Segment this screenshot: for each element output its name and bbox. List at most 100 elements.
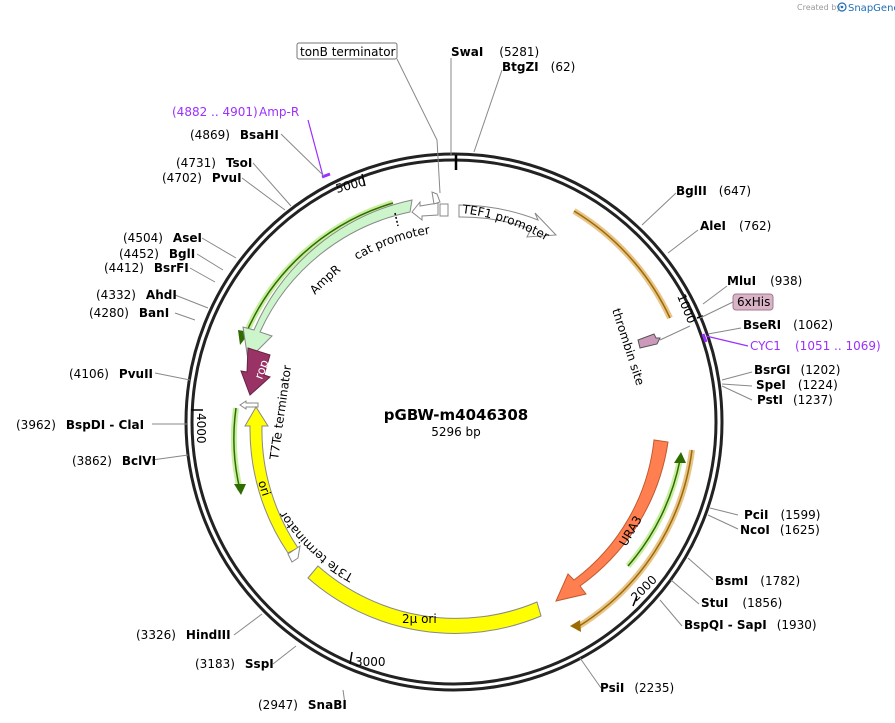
svg-text:(3962)BspDI - ClaI: (3962)BspDI - ClaI (16, 418, 144, 432)
svg-text:BspQI - SapI(1930): BspQI - SapI(1930) (684, 618, 817, 632)
enzyme-psti[interactable]: PstI(1237) (757, 393, 833, 407)
enzyme-pvui[interactable]: (4702)PvuI (162, 171, 242, 185)
svg-text:(4731)TsoI: (4731)TsoI (176, 156, 252, 170)
label-6xhis: 6xHis (737, 295, 770, 309)
primer-amp-r[interactable]: (4882 .. 4901) Amp-R (172, 105, 331, 179)
enzyme-btgzi[interactable]: BtgZI(62) (502, 60, 575, 74)
enzyme-bspdi-clai[interactable]: (3962)BspDI - ClaI (16, 418, 144, 432)
feature-ampr[interactable] (242, 199, 413, 362)
feature-t7te-terminator[interactable] (239, 400, 259, 410)
label-rop: rop (252, 358, 272, 381)
svg-text:PstI(1237): PstI(1237) (757, 393, 833, 407)
label-2mu-ori: 2μ ori (402, 612, 437, 626)
enzyme-bglii[interactable]: BglII(647) (676, 184, 751, 198)
enzyme-psii[interactable]: PsiI(2235) (600, 681, 674, 695)
enzyme-alei[interactable]: AleI(762) (700, 219, 771, 233)
svg-text:3000: 3000 (355, 655, 386, 669)
svg-text:cat promoter: cat promoter (352, 223, 431, 263)
enzyme-bsrfi[interactable]: (4412)BsrFI (104, 261, 189, 275)
enzyme-bsrgi[interactable]: BsrGI(1202) (754, 363, 840, 377)
enzyme-bani[interactable]: (4280)BanI (89, 306, 169, 320)
tick-1000: 1000 (674, 292, 704, 326)
svg-text:BsmI(1782): BsmI(1782) (715, 574, 800, 588)
label-ori: ori (255, 479, 273, 498)
snapgene-logo-icon (837, 2, 847, 12)
enzyme-bsmi[interactable]: BsmI(1782) (715, 574, 800, 588)
enzyme-pvuii[interactable]: (4106)PvuII (69, 367, 153, 381)
enzyme-spei[interactable]: SpeI(1224) (756, 378, 838, 392)
svg-text:BtgZI(62): BtgZI(62) (502, 60, 575, 74)
backbone-inner (190, 158, 718, 686)
svg-text:5000: 5000 (334, 174, 367, 195)
feature-small-box (439, 203, 449, 217)
primer-cyc1-label: CYC1 (750, 339, 781, 353)
svg-text:BsrGI(1202): BsrGI(1202) (754, 363, 840, 377)
label-ampr: AmpR (307, 262, 343, 297)
plasmid-size: 5296 bp (431, 425, 481, 439)
tick-5000: 5000 (334, 173, 367, 196)
svg-text:StuI(1856): StuI(1856) (701, 596, 782, 610)
enzyme-pcii[interactable]: PciI(1599) (744, 508, 820, 522)
svg-text:4000: 4000 (194, 413, 208, 444)
feature-tef1-promoter[interactable] (458, 204, 558, 238)
label-t7te: T7Te terminator (267, 364, 294, 461)
thrombin-site-line (659, 325, 691, 341)
orf-arc-left-green-line (243, 202, 394, 339)
svg-text:PciI(1599): PciI(1599) (744, 508, 820, 522)
feature-ori[interactable] (244, 406, 299, 554)
enzyme-swai[interactable]: SwaI(5281) (451, 45, 539, 59)
feature-thrombin-site[interactable] (637, 333, 661, 349)
svg-text:(3326)HindIII: (3326)HindIII (136, 628, 231, 642)
svg-text:(4452)BglI: (4452)BglI (119, 247, 195, 261)
orf-arc-right-line (573, 210, 671, 319)
enzyme-bgli[interactable]: (4452)BglI (119, 247, 195, 261)
primer-amp-r-range: (4882 .. 4901) (172, 105, 258, 119)
feature-ura3[interactable] (555, 439, 669, 602)
svg-text:(4412)BsrFI: (4412)BsrFI (104, 261, 189, 275)
svg-text:(4702)PvuI: (4702)PvuI (162, 171, 242, 185)
enzyme-snabi[interactable]: (2947)SnaBI (258, 698, 347, 712)
enzyme-bspqi-sapi[interactable]: BspQI - SapI(1930) (684, 618, 817, 632)
orf-arc-ura-green-line (627, 459, 681, 567)
enzyme-sspi[interactable]: (3183)SspI (195, 657, 274, 671)
enzyme-bsahi[interactable]: (4869)BsaHI (190, 128, 279, 142)
enzyme-hindiii[interactable]: (3326)HindIII (136, 628, 231, 642)
feature-t3te-terminator[interactable] (287, 544, 301, 563)
svg-text:(4280)BanI: (4280)BanI (89, 306, 169, 320)
enzyme-ahdi[interactable]: (4332)AhdI (96, 288, 177, 302)
tick-3000: 3000 (349, 651, 386, 669)
svg-text:SwaI(5281): SwaI(5281) (451, 45, 539, 59)
svg-text:(4504)AseI: (4504)AseI (123, 231, 202, 245)
svg-text:(4332)AhdI: (4332)AhdI (96, 288, 177, 302)
orf-arc-left-green2-head (234, 484, 246, 495)
svg-text:BglII(647): BglII(647) (676, 184, 751, 198)
tonb-leader (396, 58, 441, 194)
label-cat-promoter: cat promoter (352, 223, 431, 263)
backbone-outer (184, 152, 724, 692)
feature-tonb-terminator[interactable] (431, 191, 441, 205)
enzyme-ncoi[interactable]: NcoI(1625) (740, 523, 820, 537)
enzyme-bseri[interactable]: BseRI(1062) (743, 318, 833, 332)
enzyme-asei[interactable]: (4504)AseI (123, 231, 202, 245)
label-tonb: tonB terminator (300, 45, 396, 59)
feature-rop[interactable] (240, 347, 271, 396)
orf-arc-ura-orange-head (570, 620, 581, 632)
svg-text:AleI(762): AleI(762) (700, 219, 771, 233)
svg-text:SpeI(1224): SpeI(1224) (756, 378, 838, 392)
svg-text:(4106)PvuII: (4106)PvuII (69, 367, 153, 381)
enzyme-tsoi[interactable]: (4731)TsoI (176, 156, 252, 170)
enzyme-leaders (151, 58, 753, 705)
primer-cyc1[interactable]: CYC1 (1051 .. 1069) (701, 333, 881, 353)
svg-text:BseRI(1062): BseRI(1062) (743, 318, 833, 332)
feature-cat-promoter[interactable] (411, 200, 439, 222)
svg-text:NcoI(1625): NcoI(1625) (740, 523, 820, 537)
svg-text:(2947)SnaBI: (2947)SnaBI (258, 698, 347, 712)
enzyme-bclvi[interactable]: (3862)BclVI (72, 454, 156, 468)
enzyme-mlui[interactable]: MluI(938) (727, 274, 802, 288)
primer-cyc1-range: (1051 .. 1069) (795, 339, 881, 353)
enzyme-stui[interactable]: StuI(1856) (701, 596, 782, 610)
svg-text:1000: 1000 (674, 292, 698, 326)
feature-2mu-ori[interactable] (307, 565, 542, 634)
svg-text:(4869)BsaHI: (4869)BsaHI (190, 128, 279, 142)
